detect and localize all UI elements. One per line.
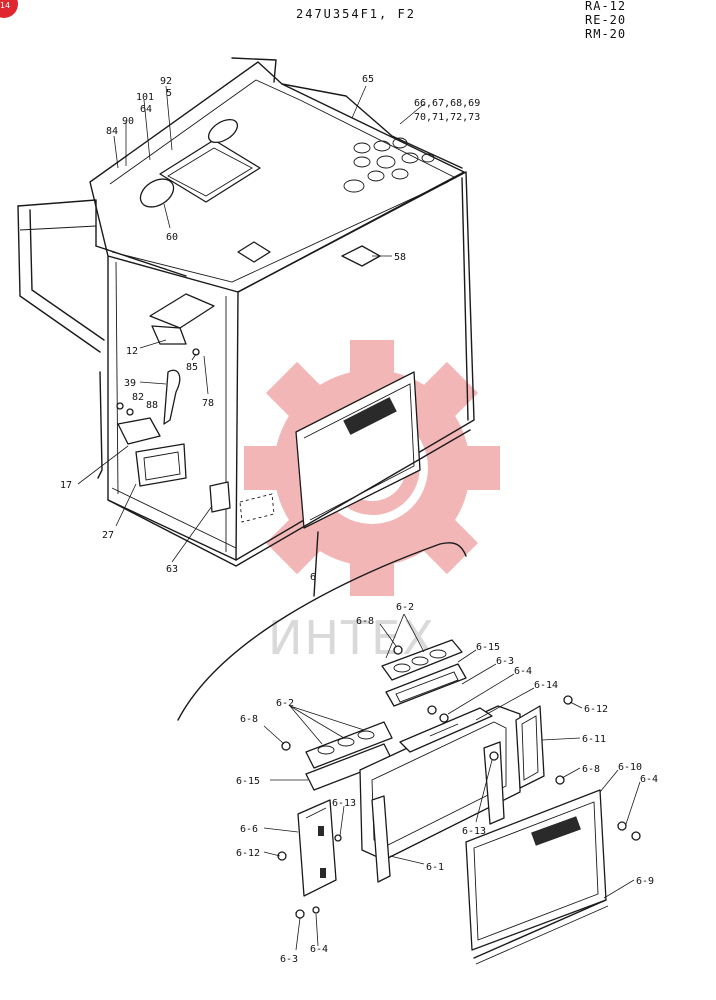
callout-17: 17 <box>60 480 72 491</box>
callout-27: 27 <box>102 530 114 541</box>
callout-39: 39 <box>124 378 136 389</box>
callout-6-8-top: 6-8 <box>356 616 374 627</box>
grille-exploded-assembly <box>263 613 641 965</box>
model-code-3: RM-20 <box>585 27 626 41</box>
callout-88: 88 <box>146 400 158 411</box>
callout-5: 5 <box>166 88 172 99</box>
callout-6: 6 <box>310 572 316 583</box>
callout-6-6: 6-6 <box>240 824 258 835</box>
callout-60: 60 <box>166 232 178 243</box>
callout-101: 101 <box>136 92 154 103</box>
callout-6-13-left: 6-13 <box>332 798 356 809</box>
callout-6-4-bottom: 6-4 <box>310 944 328 955</box>
callout-labels: 92 5 101 64 90 84 65 66,67,68,69 70,71,7… <box>60 74 658 965</box>
callout-85: 85 <box>186 362 198 373</box>
model-code-1: RA-12 <box>585 0 626 13</box>
bolt-glyphs <box>277 645 641 919</box>
callout-6-12-right: 6-12 <box>584 704 608 715</box>
callout-12: 12 <box>126 346 138 357</box>
callout-6-14: 6-14 <box>534 680 558 691</box>
callout-6-3-top: 6-3 <box>496 656 514 667</box>
callout-6-4-top: 6-4 <box>514 666 532 677</box>
callout-90: 90 <box>122 116 134 127</box>
callout-78: 78 <box>202 398 214 409</box>
callout-leaders <box>77 85 467 721</box>
callout-6-8-left: 6-8 <box>240 714 258 725</box>
callout-58: 58 <box>394 252 406 263</box>
callout-6-15-left: 6-15 <box>236 776 260 787</box>
callout-6-12-left: 6-12 <box>236 848 260 859</box>
cab-assembly-drawing <box>17 57 475 567</box>
callout-6-3-bottom: 6-3 <box>280 954 298 965</box>
callout-6-15-top: 6-15 <box>476 642 500 653</box>
callout-6-13-mid: 6-13 <box>462 826 486 837</box>
callout-6-2-top: 6-2 <box>396 602 414 613</box>
callout-6-10: 6-10 <box>618 762 642 773</box>
gauge-cluster <box>343 137 435 193</box>
callout-6-11: 6-11 <box>582 734 606 745</box>
callout-82: 82 <box>132 392 144 403</box>
callout-84: 84 <box>106 126 118 137</box>
corner-badge-icon: 14 <box>0 0 18 18</box>
callout-63: 63 <box>166 564 178 575</box>
drawing-number: 247U354F1, F2 <box>296 7 416 21</box>
callout-6-4-right: 6-4 <box>640 774 658 785</box>
callout-64: 64 <box>140 104 152 115</box>
callout-6-2-left: 6-2 <box>276 698 294 709</box>
callout-6-9: 6-9 <box>636 876 654 887</box>
callout-70-73: 70,71,72,73 <box>414 112 480 123</box>
callout-65: 65 <box>362 74 374 85</box>
model-code-2: RE-20 <box>585 13 626 27</box>
callout-92: 92 <box>160 76 172 87</box>
watermark-text: ИНТЕХ <box>268 611 436 665</box>
svg-text:14: 14 <box>0 1 10 10</box>
callout-66-69: 66,67,68,69 <box>414 98 480 109</box>
callout-6-1: 6-1 <box>426 862 444 873</box>
callout-6-8-right: 6-8 <box>582 764 600 775</box>
